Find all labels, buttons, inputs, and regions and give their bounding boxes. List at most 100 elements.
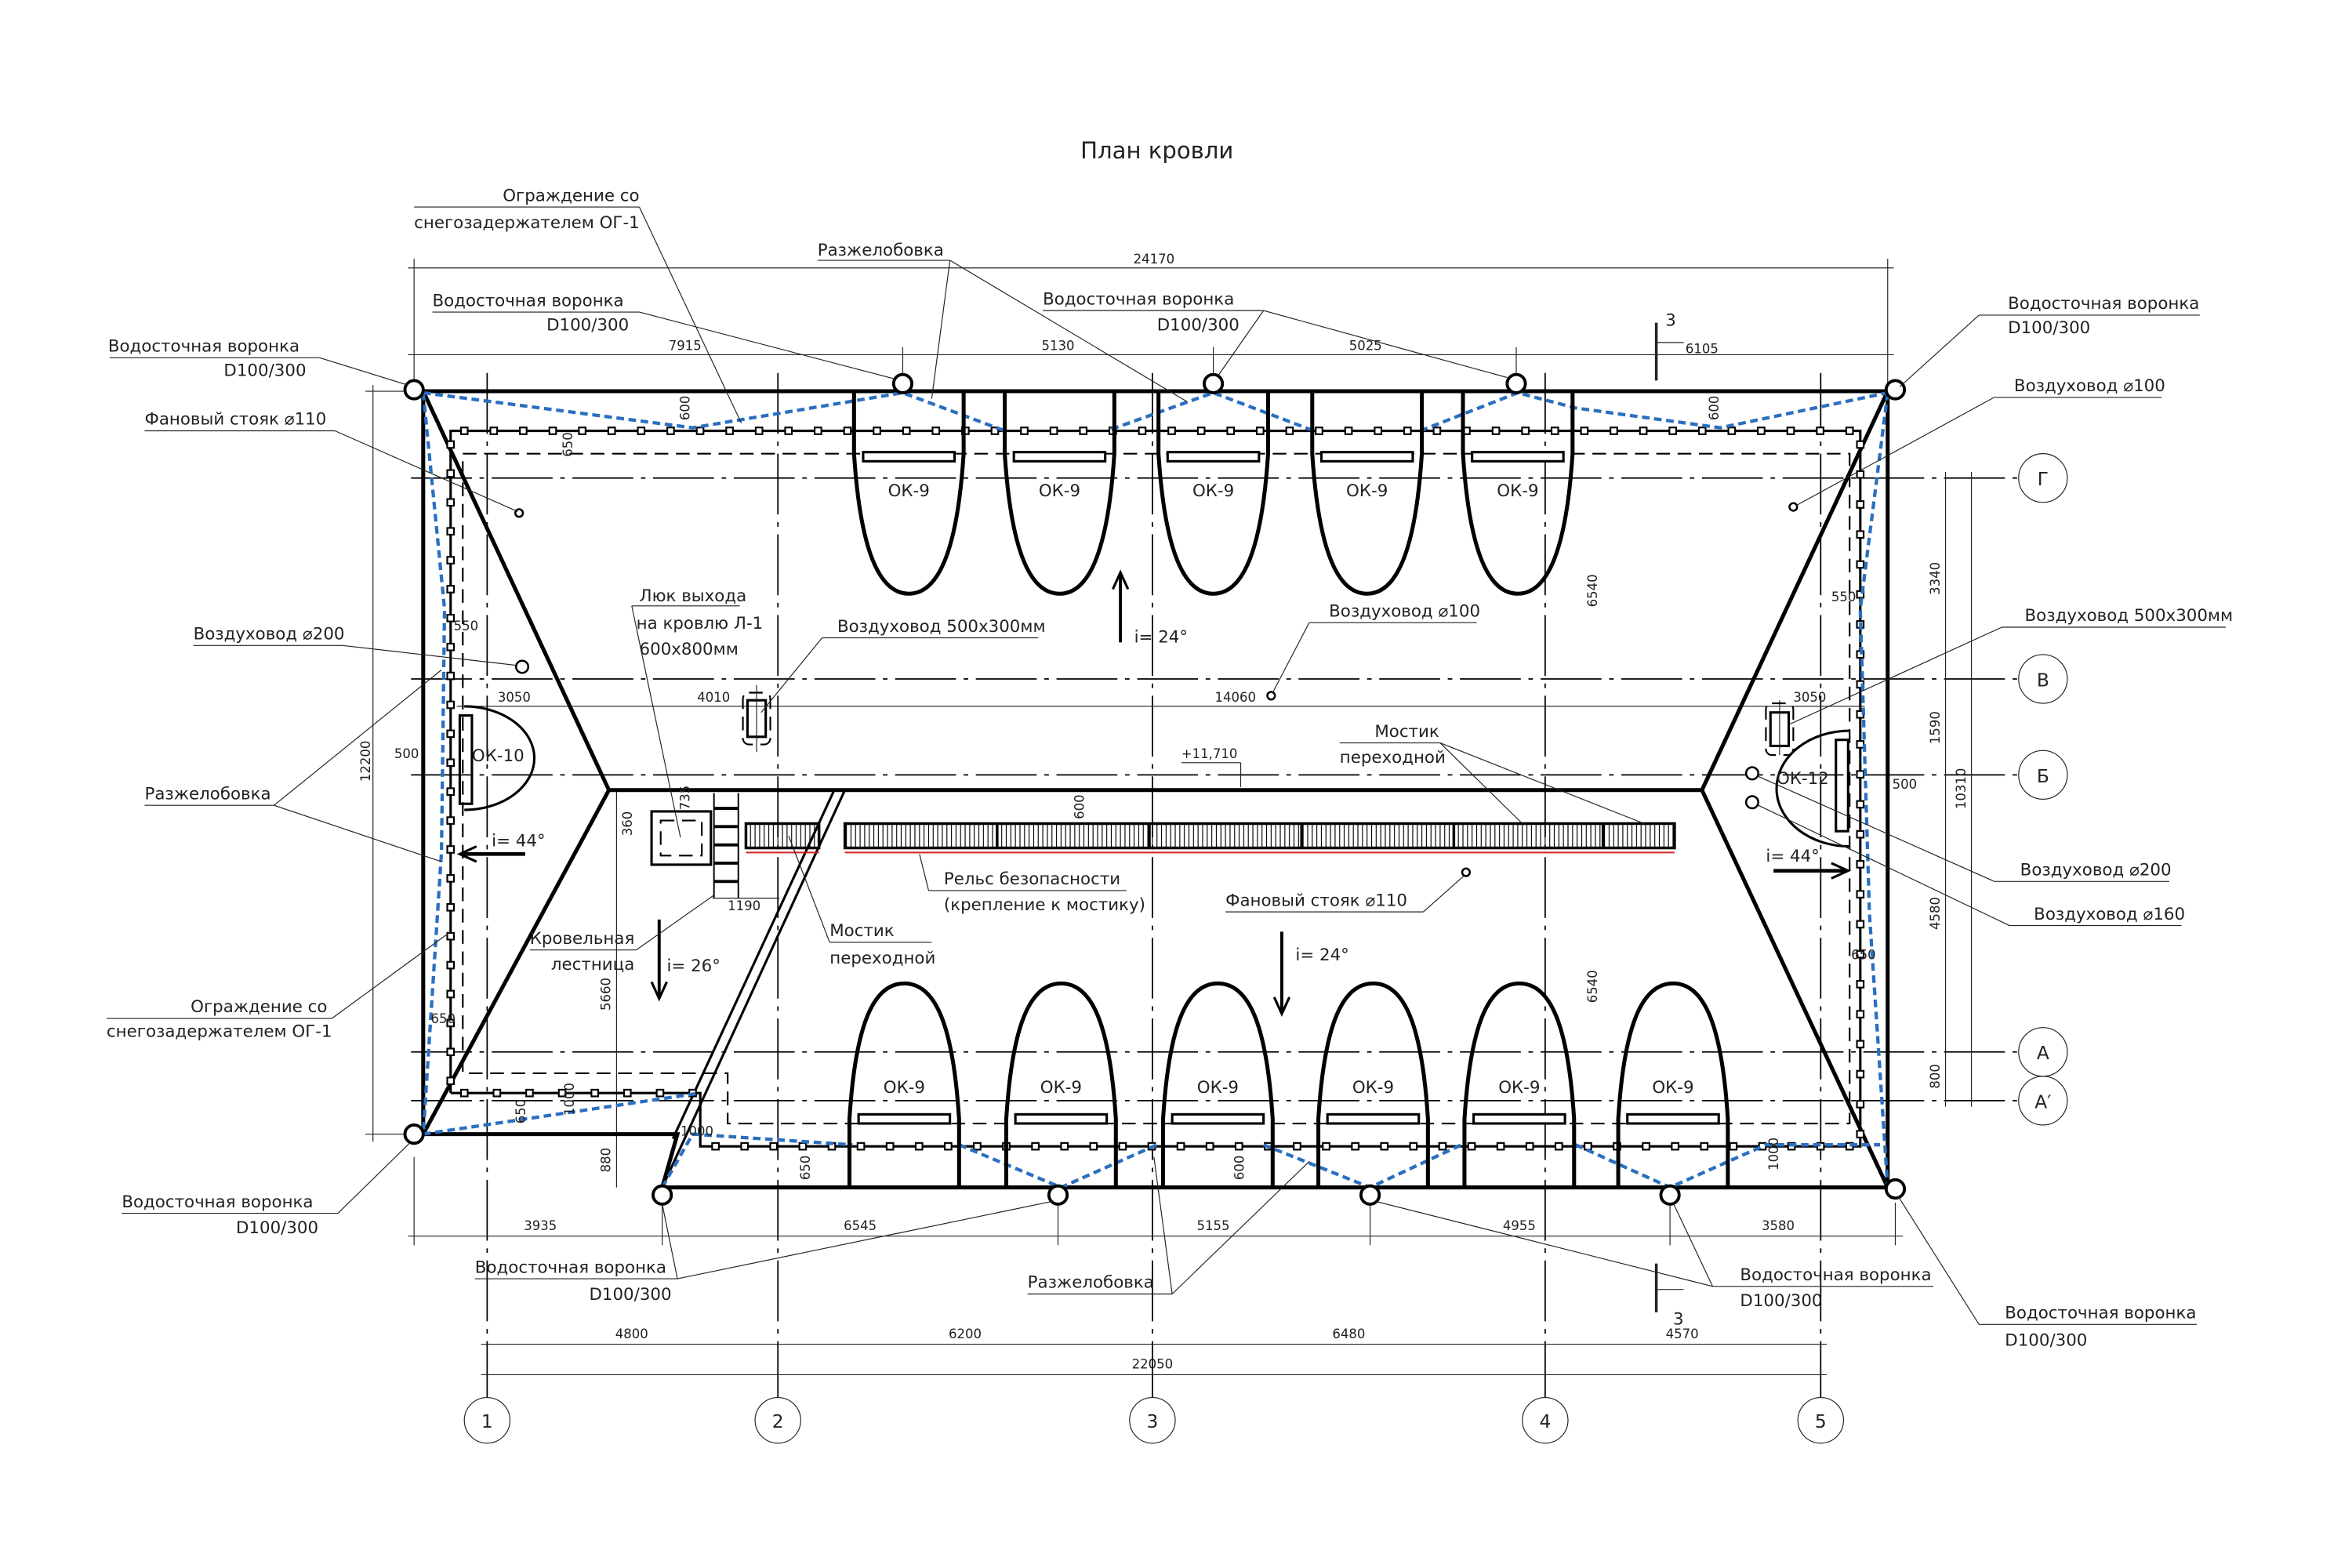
rail-post [446, 1076, 456, 1085]
svg-text:Разжелобовка: Разжелобовка [144, 784, 270, 804]
duct-100-icon [1788, 502, 1798, 512]
window-ok-10: ОК-10 [458, 705, 536, 811]
window-label: ОК-9 [1497, 481, 1538, 501]
rail-post [446, 700, 456, 710]
svg-text:500: 500 [1893, 777, 1918, 792]
duct-200-icon [514, 659, 530, 674]
rail-post [1409, 1142, 1418, 1151]
svg-text:5660: 5660 [599, 978, 614, 1011]
rail-post [814, 426, 822, 435]
svg-text:Водосточная воронка: Водосточная воронка [1043, 289, 1234, 309]
svg-text:650: 650 [431, 1011, 456, 1026]
slope-arrow-left: i= 44° [456, 832, 546, 863]
rail-post [1727, 426, 1737, 435]
axis-marker-1: 1 [463, 1396, 511, 1444]
rail-post [446, 440, 456, 449]
rail-post [1491, 426, 1501, 435]
rail-post [1089, 1142, 1098, 1151]
svg-text:D100/300: D100/300 [1740, 1291, 1822, 1311]
drain-icon [1505, 372, 1527, 394]
slope-arrow-right: i= 44° [1766, 847, 1852, 880]
svg-text:i= 44°: i= 44° [1766, 847, 1819, 866]
rail-post [1467, 1142, 1476, 1151]
rail-post [446, 816, 456, 825]
window-label: ОК-9 [888, 481, 930, 501]
svg-text:650: 650 [514, 1099, 528, 1124]
air-duct-rect-icon [742, 684, 771, 753]
dormer-outline [1316, 981, 1430, 1188]
rail-post [1118, 1142, 1127, 1151]
drain-icon [1884, 379, 1907, 401]
svg-text:3580: 3580 [1762, 1218, 1795, 1233]
svg-text:735: 735 [678, 786, 693, 811]
vent-stack-icon [1461, 867, 1472, 877]
section-mark-bottom: 3 [1673, 1309, 1684, 1329]
svg-text:1000: 1000 [1766, 1138, 1781, 1171]
window-sill [862, 451, 956, 463]
rail-post [1079, 426, 1088, 435]
rail-post [446, 902, 456, 912]
svg-text:D100/300: D100/300 [2008, 318, 2090, 338]
rail-post [1315, 426, 1323, 435]
rail-post [1856, 740, 1865, 749]
rail-post [1176, 1142, 1185, 1151]
rail-post [446, 931, 456, 941]
rail-post [1816, 426, 1824, 435]
dormer-bottom: ОК-9 [1004, 981, 1118, 1188]
svg-text:(крепление к мостику): (крепление к мостику) [944, 895, 1145, 915]
rail-post [446, 729, 456, 739]
rail-post [459, 426, 469, 435]
rail-post [873, 426, 881, 435]
svg-text:Кровельная: Кровельная [530, 929, 635, 949]
svg-text:В: В [2037, 670, 2049, 691]
rail-post [446, 469, 456, 478]
duct-100-icon [1266, 691, 1276, 701]
svg-text:4: 4 [1539, 1411, 1551, 1432]
svg-text:4800: 4800 [615, 1327, 648, 1341]
rail-post [769, 1142, 779, 1151]
svg-text:1000: 1000 [562, 1083, 577, 1116]
rail-post [1554, 1142, 1563, 1151]
svg-text:22050: 22050 [1132, 1357, 1173, 1372]
rail-post [695, 426, 705, 435]
rail-post [1403, 426, 1412, 435]
roof-outline [414, 389, 1896, 1190]
svg-text:ОК-10: ОК-10 [472, 746, 524, 766]
slope-indicators: i= 24° i= 24° i= 44° i= 26° i= 44° [456, 569, 1852, 1017]
svg-text:4955: 4955 [1503, 1218, 1536, 1233]
window-sill [1472, 1112, 1566, 1125]
window-sill [1171, 1112, 1265, 1125]
dormer-top: ОК-9 [851, 391, 966, 596]
rail-post [459, 1088, 469, 1098]
slope-arrow-down: i= 24° [1272, 931, 1349, 1017]
rail-post [1856, 829, 1865, 839]
svg-text:600: 600 [678, 396, 693, 420]
drain-icon [891, 372, 914, 394]
svg-text:Рельс безопасности: Рельс безопасности [944, 869, 1120, 889]
callout-duct-200-left: Воздуховод ⌀200 [193, 625, 517, 666]
rail-post [607, 426, 616, 435]
svg-text:500: 500 [394, 746, 419, 761]
rail-post [990, 426, 1000, 435]
duct-160-icon [1744, 795, 1759, 810]
svg-text:Водосточная воронка: Водосточная воронка [475, 1258, 666, 1277]
callout-duct-100-right: Воздуховод ⌀100 [1795, 376, 2165, 506]
svg-text:Разжелобовка: Разжелобовка [818, 241, 944, 260]
axis-marker-V: В [2018, 654, 2068, 704]
window-sill [857, 1112, 952, 1125]
window-label: ОК-9 [1652, 1078, 1693, 1098]
drain-icon [403, 1123, 425, 1145]
dormer-outline [1156, 391, 1270, 596]
rail-post [843, 426, 852, 435]
rail-post [578, 426, 586, 435]
drawing-title: План кровли [1080, 137, 1233, 164]
svg-text:D100/300: D100/300 [546, 315, 629, 335]
pipe-penetrations [514, 502, 1798, 877]
svg-text:650: 650 [798, 1156, 813, 1181]
svg-text:D100/300: D100/300 [1157, 315, 1240, 335]
